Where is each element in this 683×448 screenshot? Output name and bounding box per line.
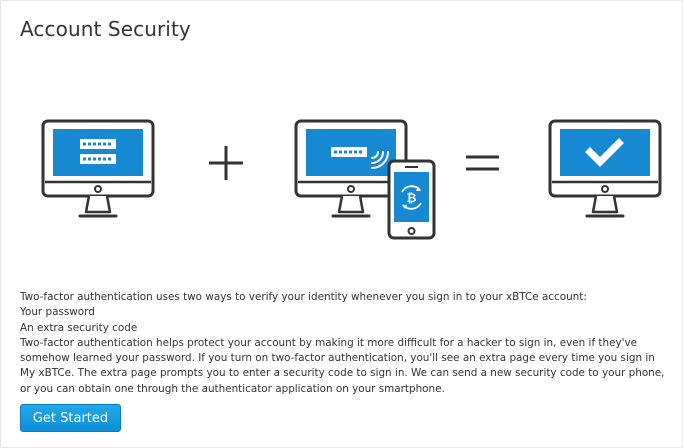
description-body: Two-factor authentication helps protect … [20,336,665,395]
description-item-security-code: An extra security code [20,321,138,334]
two-factor-illustration: ₿ [41,119,662,240]
svg-text:₿: ₿ [407,191,417,205]
monitor-phone-bitcoin-icon: ₿ [294,119,436,240]
plus-icon [209,146,243,180]
equals-icon [466,155,499,171]
get-started-button[interactable]: Get Started [20,404,121,432]
description-item-password: Your password [20,306,95,319]
description-intro: Two-factor authentication uses two ways … [20,291,587,303]
monitor-checkmark-icon [548,119,662,218]
two-factor-description: Two-factor authentication uses two ways … [20,290,670,397]
page-title: Account Security [20,17,191,41]
monitor-password-icon [41,119,155,218]
